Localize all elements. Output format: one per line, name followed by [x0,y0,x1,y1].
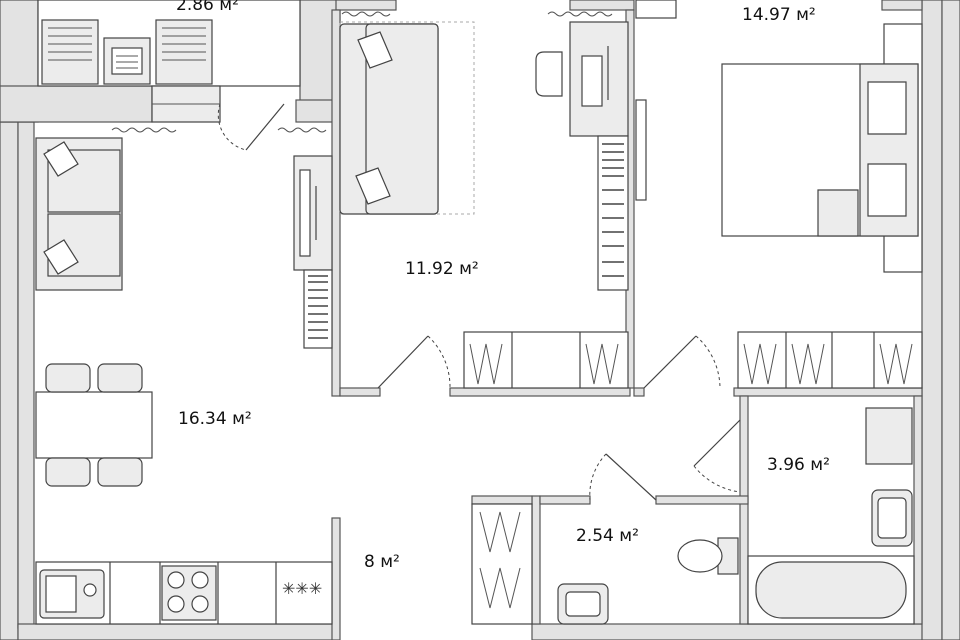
room-area-hall: 8 м² [364,552,400,572]
svg-text:✳✳✳: ✳✳✳ [282,579,322,598]
room-area-living-kitchen: 16.34 м² [178,409,252,429]
room-area-balcony: 2.86 м² [176,0,239,15]
balcony-furniture [37,0,301,123]
room-area-toilet: 2.54 м² [576,526,639,546]
room-area-bedroom-large: 14.97 м² [742,5,816,25]
large-bedroom-furniture [635,0,923,389]
hall-furniture [471,503,533,625]
living-room-furniture: ✳✳✳ [35,137,333,625]
toilet-fixtures [557,537,739,625]
doors [217,103,741,501]
small-bedroom-furniture [339,21,629,389]
room-area-bathroom: 3.96 м² [767,455,830,475]
room-area-bedroom-small: 11.92 м² [405,259,479,279]
window-marks [111,11,613,133]
bathroom-fixtures [747,407,915,625]
